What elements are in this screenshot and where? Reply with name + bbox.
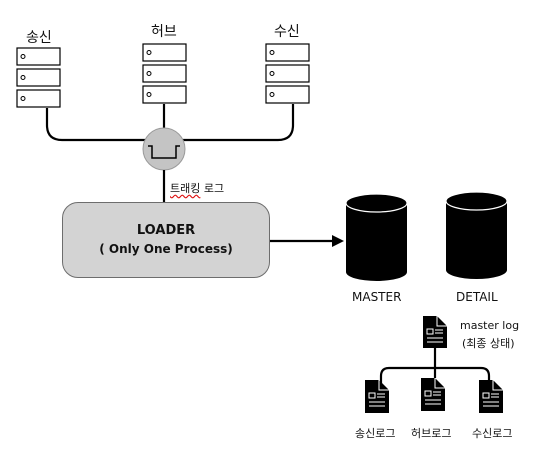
hub-log-label: 허브로그 (411, 427, 452, 440)
hub-log-document-icon (421, 378, 445, 411)
tracking-word: 트래킹 (170, 182, 201, 195)
sender-log-document-icon (365, 380, 389, 413)
loader-subtitle: ( Only One Process) (99, 242, 233, 256)
sender-title: 송신 (26, 30, 52, 46)
arrowhead (332, 235, 344, 247)
hub-junction (142, 127, 186, 171)
hub-title: 허브 (151, 24, 177, 40)
receiver-log-document-icon (479, 380, 503, 413)
master-db-label: MASTER (352, 290, 402, 304)
loader-process-box: LOADER ( Only One Process) (62, 202, 270, 278)
server-stack-hub (142, 43, 187, 104)
tracking-log-suffix: 로그 (200, 182, 225, 195)
detail-db-label: DETAIL (456, 290, 498, 304)
receiver-log-label: 수신로그 (472, 427, 513, 440)
db-master-icon (345, 193, 408, 281)
master-log-sublabel: (최종 상태) (462, 337, 515, 350)
log-tree-lines (379, 348, 491, 392)
server-stack-sender (16, 47, 61, 108)
sender-log-label: 송신로그 (355, 427, 396, 440)
master-log-label: master log (460, 319, 520, 332)
loader-title: LOADER (136, 223, 196, 238)
server-stack-receiver (265, 43, 310, 104)
receiver-title: 수신 (274, 24, 300, 40)
master-log-document-icon (423, 316, 447, 348)
db-detail-icon (445, 191, 508, 279)
tracking-log-label: 트래킹 로그 (170, 180, 224, 196)
